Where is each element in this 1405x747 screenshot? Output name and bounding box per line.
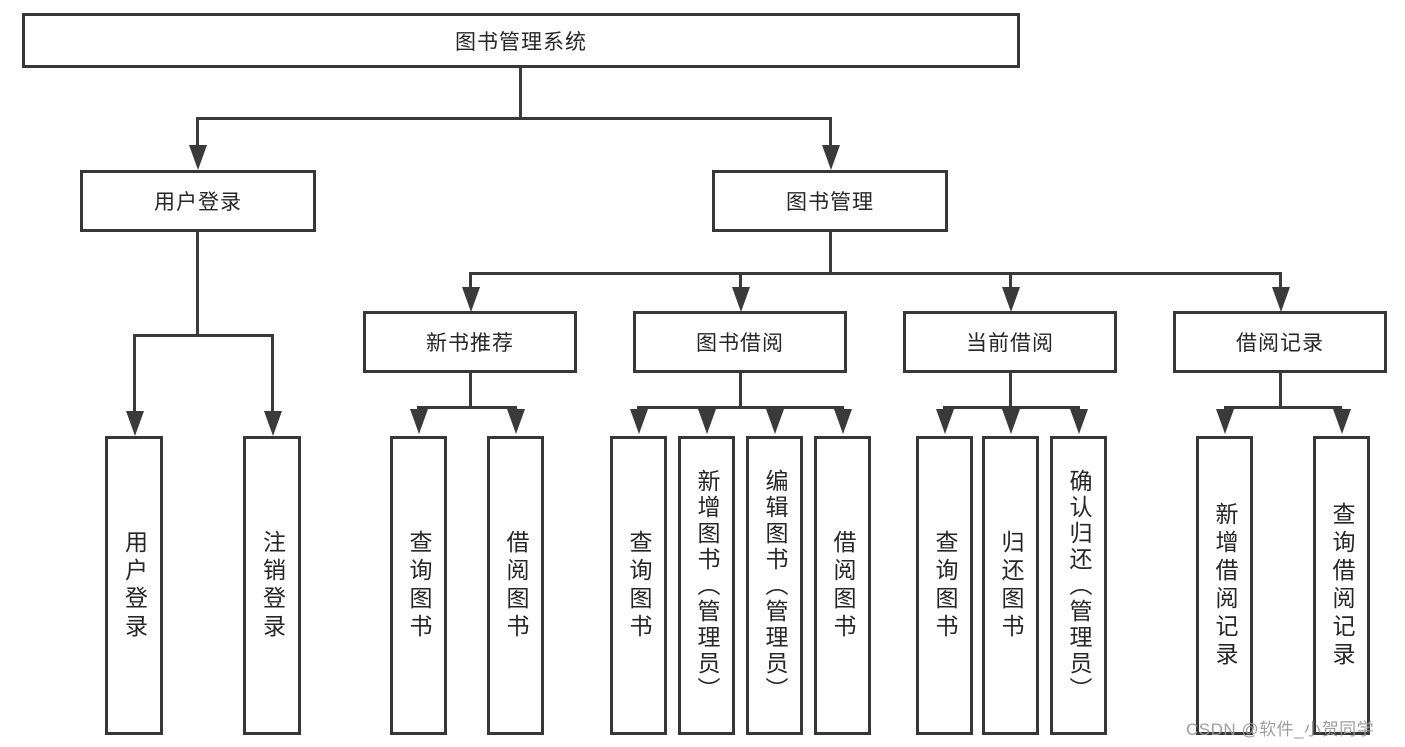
- connector-line: [417, 406, 517, 409]
- leaf-add-book-admin: 新增图书（管理员）: [678, 436, 735, 735]
- node-label: 注销登录: [259, 529, 286, 642]
- arrow-down-icon: [834, 409, 852, 434]
- arrow-down-icon: [1272, 287, 1290, 312]
- watermark: CSDN @软件_小贺同学: [1186, 720, 1375, 739]
- arrow-down-icon: [766, 409, 784, 434]
- leaf-return-books: 归还图书: [982, 436, 1039, 735]
- connector-line: [1279, 274, 1282, 289]
- connector-line: [519, 68, 522, 119]
- arrow-down-icon: [462, 287, 480, 312]
- node-label: 查询借阅记录: [1329, 501, 1355, 670]
- connector-line: [133, 334, 274, 337]
- connector-line: [739, 373, 742, 408]
- node-label: 用户登录: [154, 191, 242, 214]
- connector-line: [196, 232, 199, 336]
- connector-line: [943, 406, 1080, 409]
- node-label: 图书管理: [786, 191, 874, 214]
- node-library-management-system: 图书管理系统: [22, 13, 1020, 68]
- connector-line: [196, 117, 832, 120]
- leaf-borrow-books-2: 借阅图书: [814, 436, 871, 735]
- connector-line: [469, 274, 472, 289]
- node-label: 新增图书（管理员）: [694, 468, 720, 703]
- arrow-down-icon: [410, 409, 428, 434]
- leaf-confirm-return-admin: 确认归还（管理员）: [1050, 436, 1107, 735]
- arrow-down-icon: [630, 409, 648, 434]
- node-label: 图书管理系统: [455, 30, 587, 54]
- node-book-management: 图书管理: [712, 170, 948, 232]
- connector-line: [1009, 373, 1012, 408]
- connector-line: [1279, 373, 1282, 408]
- node-label: 查询图书: [406, 529, 432, 642]
- node-label: 查询图书: [626, 529, 652, 642]
- arrow-down-icon: [822, 145, 840, 170]
- connector-line: [1224, 406, 1342, 409]
- arrow-down-icon: [1002, 287, 1020, 312]
- node-book-borrowing: 图书借阅: [633, 311, 847, 373]
- leaf-add-borrow-record: 新增借阅记录: [1196, 436, 1253, 735]
- connector-line: [133, 336, 136, 412]
- arrow-down-icon: [189, 145, 207, 170]
- arrow-down-icon: [1002, 409, 1020, 434]
- connector-line: [469, 373, 472, 408]
- node-label: 新书推荐: [426, 332, 514, 355]
- arrow-down-icon: [936, 409, 954, 434]
- leaf-query-borrow-record: 查询借阅记录: [1313, 436, 1370, 735]
- leaf-query-books-3: 查询图书: [916, 436, 973, 735]
- connector-line: [829, 119, 832, 146]
- node-new-book-recommendation: 新书推荐: [363, 311, 577, 373]
- leaf-borrow-books-1: 借阅图书: [487, 436, 544, 735]
- arrow-down-icon: [732, 287, 750, 312]
- connector-line: [271, 336, 274, 412]
- node-label: 归还图书: [998, 529, 1024, 642]
- node-label: 借阅图书: [503, 529, 529, 642]
- arrow-down-icon: [1333, 409, 1351, 434]
- connector-line: [1009, 274, 1012, 289]
- node-label: 图书借阅: [696, 332, 784, 355]
- node-label: 借阅记录: [1236, 332, 1324, 355]
- arrow-down-icon: [507, 409, 525, 434]
- arrow-down-icon: [126, 411, 144, 436]
- connector-line: [469, 272, 1282, 275]
- node-label: 确认归还（管理员）: [1066, 468, 1092, 703]
- arrow-down-icon: [698, 409, 716, 434]
- arrow-down-icon: [1216, 409, 1234, 434]
- node-current-borrowing: 当前借阅: [903, 311, 1117, 373]
- leaf-query-books-2: 查询图书: [610, 436, 667, 735]
- node-label: 编辑图书（管理员）: [762, 468, 788, 703]
- leaf-logout: 注销登录: [243, 436, 301, 735]
- arrow-down-icon: [264, 411, 282, 436]
- connector-line: [196, 119, 199, 146]
- node-label: 新增借阅记录: [1212, 501, 1238, 670]
- arrow-down-icon: [1070, 409, 1088, 434]
- leaf-user-login: 用户登录: [105, 436, 163, 735]
- leaf-edit-book-admin: 编辑图书（管理员）: [746, 436, 803, 735]
- connector-line: [739, 274, 742, 289]
- node-label: 用户登录: [121, 529, 148, 642]
- node-label: 查询图书: [932, 529, 958, 642]
- node-label: 借阅图书: [830, 529, 856, 642]
- leaf-query-books-1: 查询图书: [390, 436, 447, 735]
- node-borrowing-records: 借阅记录: [1173, 311, 1387, 373]
- connector-line: [637, 406, 844, 409]
- connector-line: [829, 232, 832, 274]
- node-label: 当前借阅: [966, 332, 1054, 355]
- node-user-login: 用户登录: [80, 170, 316, 232]
